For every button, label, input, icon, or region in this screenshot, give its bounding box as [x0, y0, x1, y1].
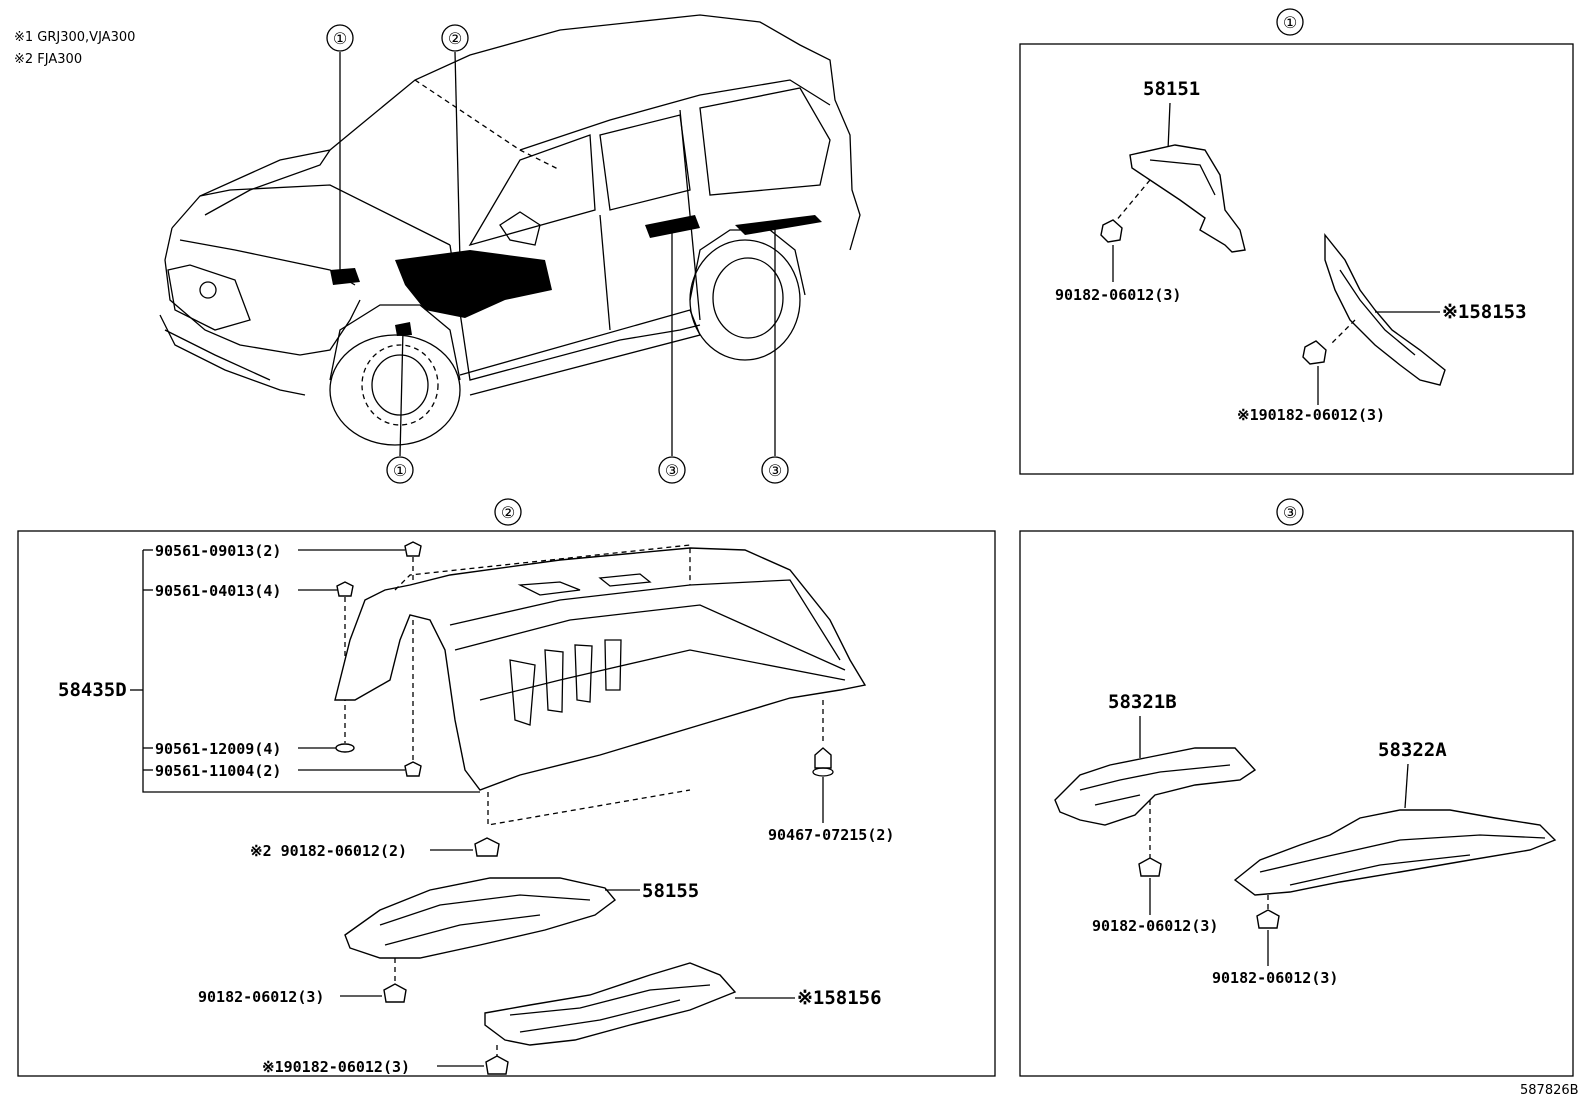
clip-90561-04013	[336, 581, 354, 597]
nut-90182-fja300	[474, 837, 500, 857]
clip-90561-11004	[404, 761, 422, 777]
panel-3-title: ③	[1276, 498, 1304, 526]
callout-3-left[interactable]: ③	[658, 456, 686, 484]
part-58155-label[interactable]: 58155	[642, 880, 699, 902]
panel-2-title: ②	[494, 498, 522, 526]
svg-text:③: ③	[768, 461, 782, 480]
clip-label-90467-07215[interactable]: 90467-07215(2)	[768, 826, 894, 844]
clip-label-90561-12009[interactable]: 90561-12009(4)	[155, 740, 281, 758]
note-fja300: ※2 FJA300	[14, 52, 82, 67]
part-58321b-label[interactable]: 58321B	[1108, 691, 1177, 713]
clip-label-90561-11004[interactable]: 90561-11004(2)	[155, 762, 281, 780]
svg-text:③: ③	[1283, 503, 1297, 522]
callout-3-right[interactable]: ③	[761, 456, 789, 484]
part-58151[interactable]	[1129, 144, 1246, 253]
nut-label-90182-fja300[interactable]: ※2 90182-06012(2)	[250, 842, 407, 860]
clip-90561-12009	[335, 743, 355, 753]
part-58435d-label[interactable]: 58435D	[58, 679, 127, 701]
nut-90182-58322a	[1256, 909, 1280, 929]
nut-label-90182-58322a[interactable]: 90182-06012(3)	[1212, 969, 1338, 987]
part-58322a-label[interactable]: 58322A	[1378, 739, 1447, 761]
nut-label-90182-58155[interactable]: 90182-06012(3)	[198, 988, 324, 1006]
callout-1-top[interactable]: ①	[326, 24, 354, 52]
callout-1-bottom[interactable]: ①	[386, 456, 414, 484]
svg-text:①: ①	[1283, 13, 1297, 32]
svg-text:②: ②	[448, 29, 462, 48]
panel-2-frame	[17, 530, 996, 1077]
svg-text:①: ①	[393, 461, 407, 480]
leader-callout-1-bottom	[399, 329, 404, 457]
nut-90182-58155	[383, 983, 407, 1003]
part-58435d[interactable]	[334, 547, 867, 791]
clip-90467-07215	[814, 747, 832, 769]
panel-1-title: ①	[1276, 8, 1304, 36]
nut-label-90182-58321b[interactable]: 90182-06012(3)	[1092, 917, 1218, 935]
svg-text:①: ①	[333, 29, 347, 48]
part-58155[interactable]	[344, 877, 617, 959]
nut-90182-58321b	[1138, 857, 1162, 877]
part-58322a[interactable]	[1233, 809, 1557, 896]
part-58321b[interactable]	[1054, 747, 1257, 826]
part-58156-label[interactable]: ※158156	[797, 987, 882, 1009]
nut-90182-58156	[485, 1055, 509, 1075]
svg-text:②: ②	[501, 503, 515, 522]
note-grj300: ※1 GRJ300,VJA300	[14, 30, 135, 45]
nut-label-90182-58156[interactable]: ※190182-06012(3)	[262, 1058, 410, 1076]
panel-1-frame	[1019, 43, 1574, 475]
part-58153[interactable]	[1324, 233, 1446, 386]
clip-label-90561-04013[interactable]: 90561-04013(4)	[155, 582, 281, 600]
part-58151-label[interactable]: 58151	[1143, 78, 1200, 100]
leader-callout-2-top	[454, 51, 461, 263]
figure-id: 587826B	[1520, 1083, 1579, 1098]
vehicle-illustration	[159, 14, 861, 446]
clip-90561-09013	[404, 541, 422, 557]
part-58153-label[interactable]: ※158153	[1442, 301, 1527, 323]
clip-90182-a	[1100, 219, 1123, 243]
part-58156[interactable]	[484, 962, 737, 1046]
svg-text:③: ③	[665, 461, 679, 480]
callout-2-top[interactable]: ②	[441, 24, 469, 52]
panel-3-frame	[1019, 530, 1574, 1077]
clip-label-90561-09013[interactable]: 90561-09013(2)	[155, 542, 281, 560]
clip-90182-b	[1302, 340, 1327, 365]
nut-label-90182-a[interactable]: 90182-06012(3)	[1055, 286, 1181, 304]
nut-label-90182-b[interactable]: ※190182-06012(3)	[1237, 406, 1385, 424]
